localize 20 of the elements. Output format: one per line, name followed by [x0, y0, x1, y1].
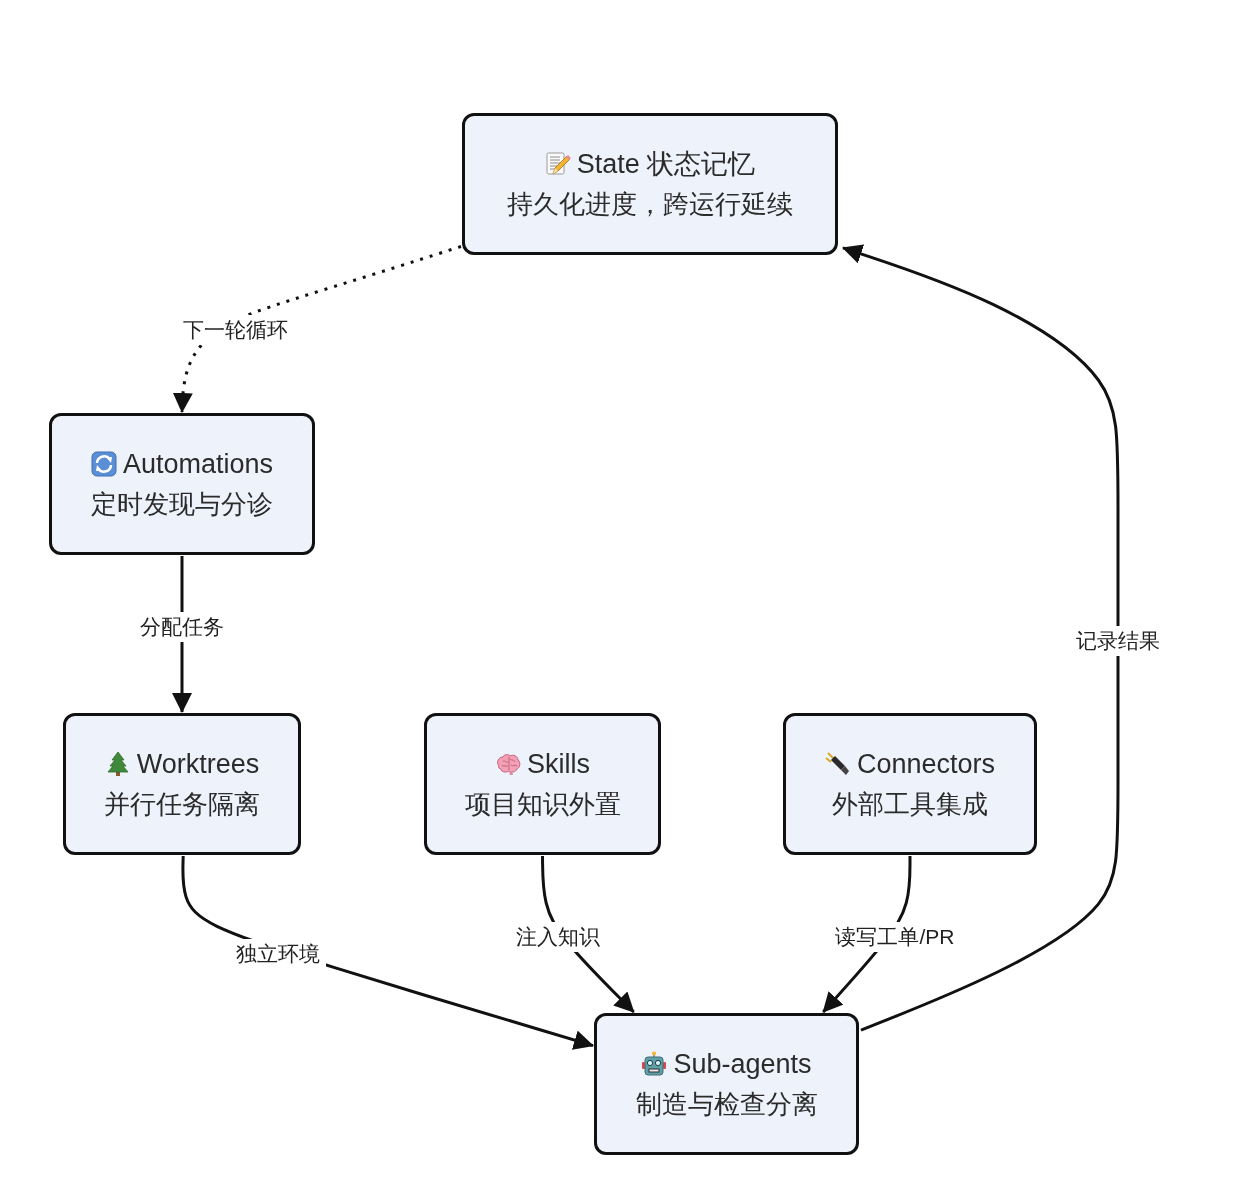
node-box — [462, 113, 838, 255]
node-title: Connectors — [856, 748, 996, 781]
node-box — [424, 713, 661, 855]
node-description: 项目知识外置 — [464, 788, 621, 821]
node-title: Sub-agents — [673, 1048, 812, 1081]
node-description: 外部工具集成 — [832, 788, 988, 821]
arrow — [842, 244, 1120, 1032]
node-box — [49, 413, 315, 555]
node-box — [783, 713, 1037, 855]
node-title: State 状态记忆 — [576, 148, 756, 181]
node-description: 持久化进度，跨运行延续 — [507, 188, 793, 221]
node-description: 定时发现与分诊 — [91, 488, 273, 521]
node-title: Automations — [122, 448, 274, 481]
node-box — [594, 1013, 859, 1155]
node-box — [63, 713, 301, 855]
node-description: 并行任务隔离 — [104, 788, 260, 821]
node-title: Worktrees — [136, 748, 260, 781]
node-description: 制造与检查分离 — [635, 1088, 818, 1121]
dotted-arrow — [172, 245, 462, 413]
node-title: Skills — [527, 748, 590, 781]
